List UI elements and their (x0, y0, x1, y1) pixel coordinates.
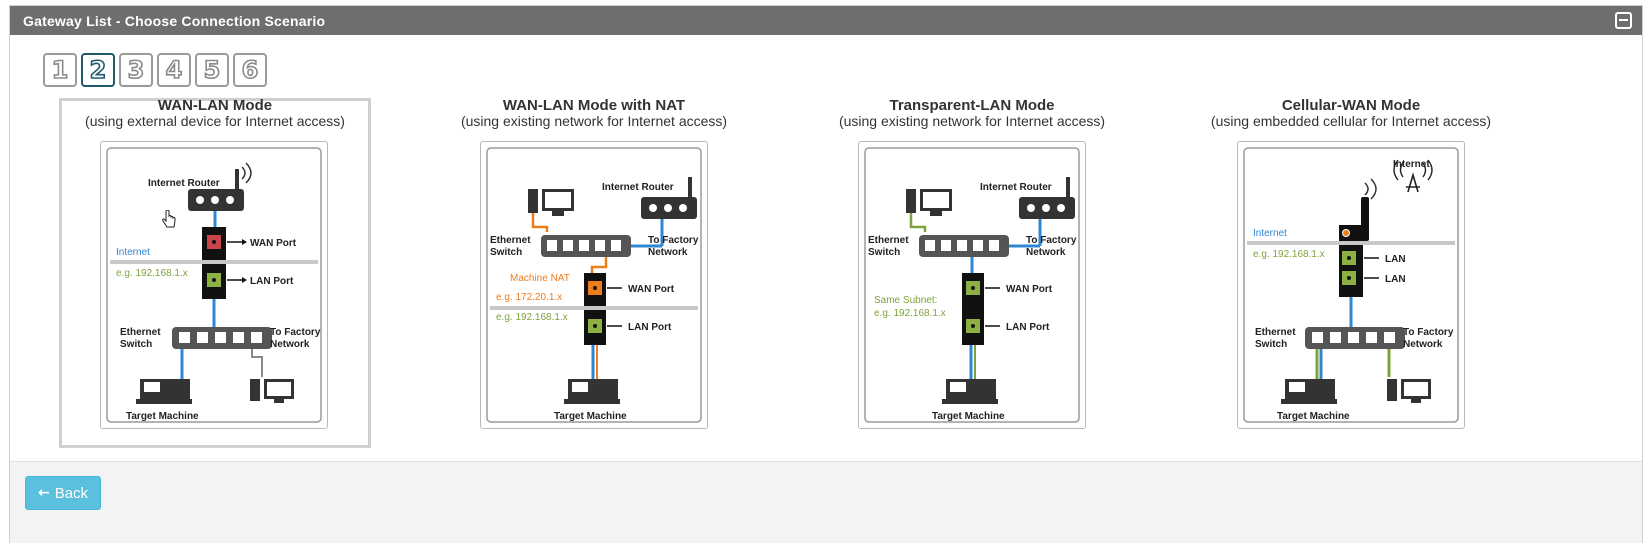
scenario-subtitle: (using embedded cellular for Internet ac… (1210, 113, 1492, 129)
hand-cursor-icon (162, 210, 176, 228)
scenario-subtitle: (using external device for Internet acce… (85, 113, 345, 129)
label-nat-ip: e.g. 172.20.1.x (496, 292, 562, 303)
label-wan-port: WAN Port (628, 284, 675, 295)
scenario-subtitle: (using existing network for Internet acc… (838, 113, 1106, 129)
scenario-title: WAN-LAN Mode with NAT (502, 97, 686, 114)
label-subnet-ip: e.g. 192.168.1.x (874, 308, 946, 319)
step-5[interactable]: 5 (195, 53, 229, 87)
selected-scenario-highlight[interactable] (59, 98, 371, 448)
label-lan-port: LAN Port (1006, 322, 1050, 333)
scenario-subtitle: (using existing network for Internet acc… (460, 113, 728, 129)
label-subnet: Same Subnet: (874, 295, 937, 306)
step-6[interactable]: 6 (233, 53, 267, 87)
step-3[interactable]: 3 (119, 53, 153, 87)
label-lan-ip: e.g. 192.168.1.x (496, 312, 568, 323)
step-4[interactable]: 4 (157, 53, 191, 87)
scenario-cellular-wan-diagram[interactable]: Internet LAN LAN Internet e.g. 192.168.1… (1237, 141, 1465, 429)
label-ip: e.g. 192.168.1.x (1253, 249, 1325, 260)
back-button[interactable]: ← Back (25, 476, 101, 510)
minus-square-icon[interactable] (1615, 12, 1632, 29)
label-wan-port: WAN Port (1006, 284, 1053, 295)
cellular-wan-diagram-svg: Internet LAN LAN Internet e.g. 192.168.1… (1243, 147, 1459, 423)
label-internet-top: Internet (1393, 159, 1430, 170)
scenario-title: Transparent-LAN Mode (889, 97, 1055, 114)
label-machine: Target Machine (1277, 411, 1350, 422)
label-internet: Internet (1253, 228, 1287, 239)
wizard-steps: 1 2 3 4 5 6 (43, 53, 267, 87)
label-router: Internet Router (980, 182, 1052, 193)
label-lan-port: LAN Port (250, 276, 294, 287)
label-ip: e.g. 192.168.1.x (116, 268, 188, 279)
scenario-wan-lan-diagram[interactable]: Internet Router WAN Port LAN Port Intern… (100, 141, 328, 429)
wan-lan-diagram-svg: Internet Router WAN Port LAN Port Intern… (106, 147, 322, 423)
label-wan-port: WAN Port (250, 238, 297, 249)
label-machine: Target Machine (126, 411, 199, 422)
label-router: Internet Router (602, 182, 674, 193)
label-router: Internet Router (148, 178, 220, 189)
label-nat: Machine NAT (510, 273, 570, 284)
connection-scenario-panel: Gateway List - Choose Connection Scenari… (9, 5, 1643, 543)
label-machine: Target Machine (554, 411, 627, 422)
scenario-wan-lan[interactable]: WAN-LAN Mode (using external device for … (59, 98, 371, 129)
back-button-label: Back (54, 484, 89, 502)
scenario-title: WAN-LAN Mode (157, 97, 273, 114)
arrow-left-icon: ← (37, 485, 50, 501)
step-2[interactable]: 2 (81, 53, 115, 87)
label-machine: Target Machine (932, 411, 1005, 422)
label-internet: Internet (116, 247, 150, 258)
panel-header: Gateway List - Choose Connection Scenari… (10, 6, 1642, 35)
scenario-transparent-lan[interactable]: Transparent-LAN Mode (using existing net… (816, 98, 1128, 129)
scenario-cellular-wan[interactable]: Cellular-WAN Mode (using embedded cellul… (1191, 98, 1511, 129)
label-lan-port: LAN Port (628, 322, 672, 333)
step-1[interactable]: 1 (43, 53, 77, 87)
scenario-title: Cellular-WAN Mode (1281, 97, 1421, 114)
panel-title: Gateway List - Choose Connection Scenari… (23, 12, 326, 29)
label-lan-1: LAN (1385, 254, 1406, 265)
scenario-wan-lan-nat[interactable]: WAN-LAN Mode with NAT (using existing ne… (438, 98, 750, 129)
panel-footer: ← Back (10, 461, 1642, 543)
label-lan-2: LAN (1385, 274, 1406, 285)
